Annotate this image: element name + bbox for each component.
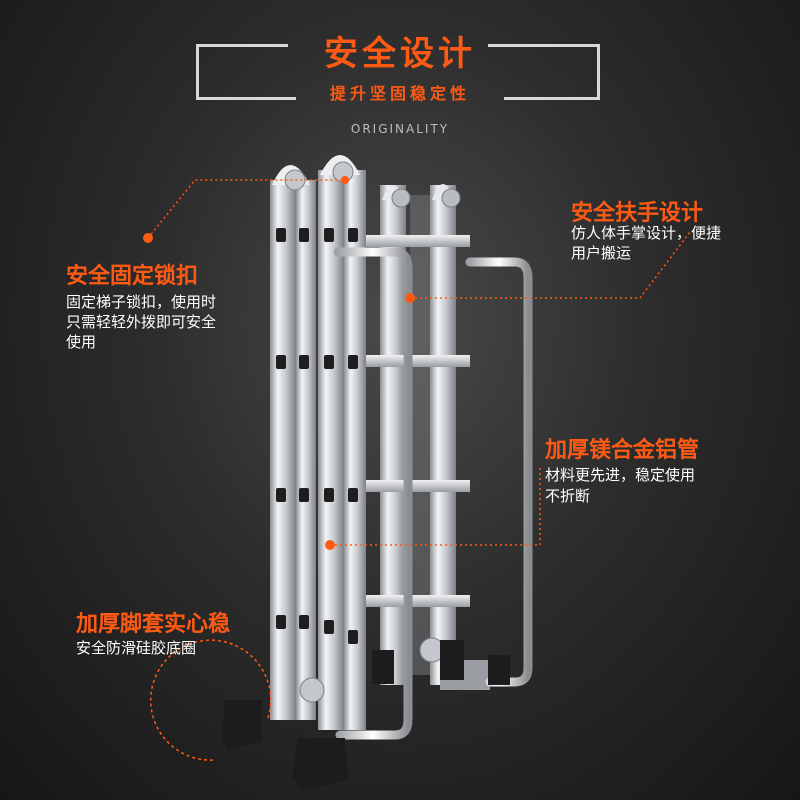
foot-callout-title: 加厚脚套实心稳: [76, 612, 231, 637]
ladder-handrails: [333, 247, 533, 740]
foot-callout-desc-1: 安全防滑硅胶底圈: [76, 639, 197, 657]
handrail-callout-desc-2: 用户搬运: [571, 244, 632, 262]
header-frame-bottom-left: [196, 97, 296, 100]
callout-leaders: [147, 179, 691, 546]
header-frame-top-right: [488, 44, 600, 47]
ladder-front-rails: [270, 155, 445, 730]
brand-word: ORIGINALITY: [350, 122, 450, 136]
header-frame-right: [597, 44, 600, 100]
page-title: 安全设计: [324, 34, 476, 74]
foot-highlight-ring: [150, 639, 272, 761]
ladder-back-section: [380, 184, 461, 685]
header-frame-left: [196, 44, 199, 100]
callout-dots: [143, 176, 415, 550]
ladder-feet: [222, 640, 510, 790]
handrail-callout-desc-1: 仿人体手掌设计，便捷: [571, 224, 722, 242]
lock-callout-desc-1: 固定梯子锁扣，使用时: [66, 293, 217, 311]
page-subtitle: 提升坚固稳定性: [329, 84, 470, 103]
tube-callout-desc-2: 不折断: [545, 487, 591, 505]
lock-callout-desc-3: 使用: [66, 333, 97, 351]
lock-callout-title: 安全固定锁扣: [66, 264, 199, 289]
tube-callout-title: 加厚镁合金铝管: [545, 438, 700, 463]
tube-callout-desc-1: 材料更先进，稳定使用: [545, 466, 696, 484]
handrail-callout-title: 安全扶手设计: [571, 201, 704, 226]
header-frame-bottom-right: [504, 97, 600, 100]
lock-callout-desc-2: 只需轻轻外拨即可安全: [66, 313, 217, 331]
header-frame-top-left: [196, 44, 288, 47]
